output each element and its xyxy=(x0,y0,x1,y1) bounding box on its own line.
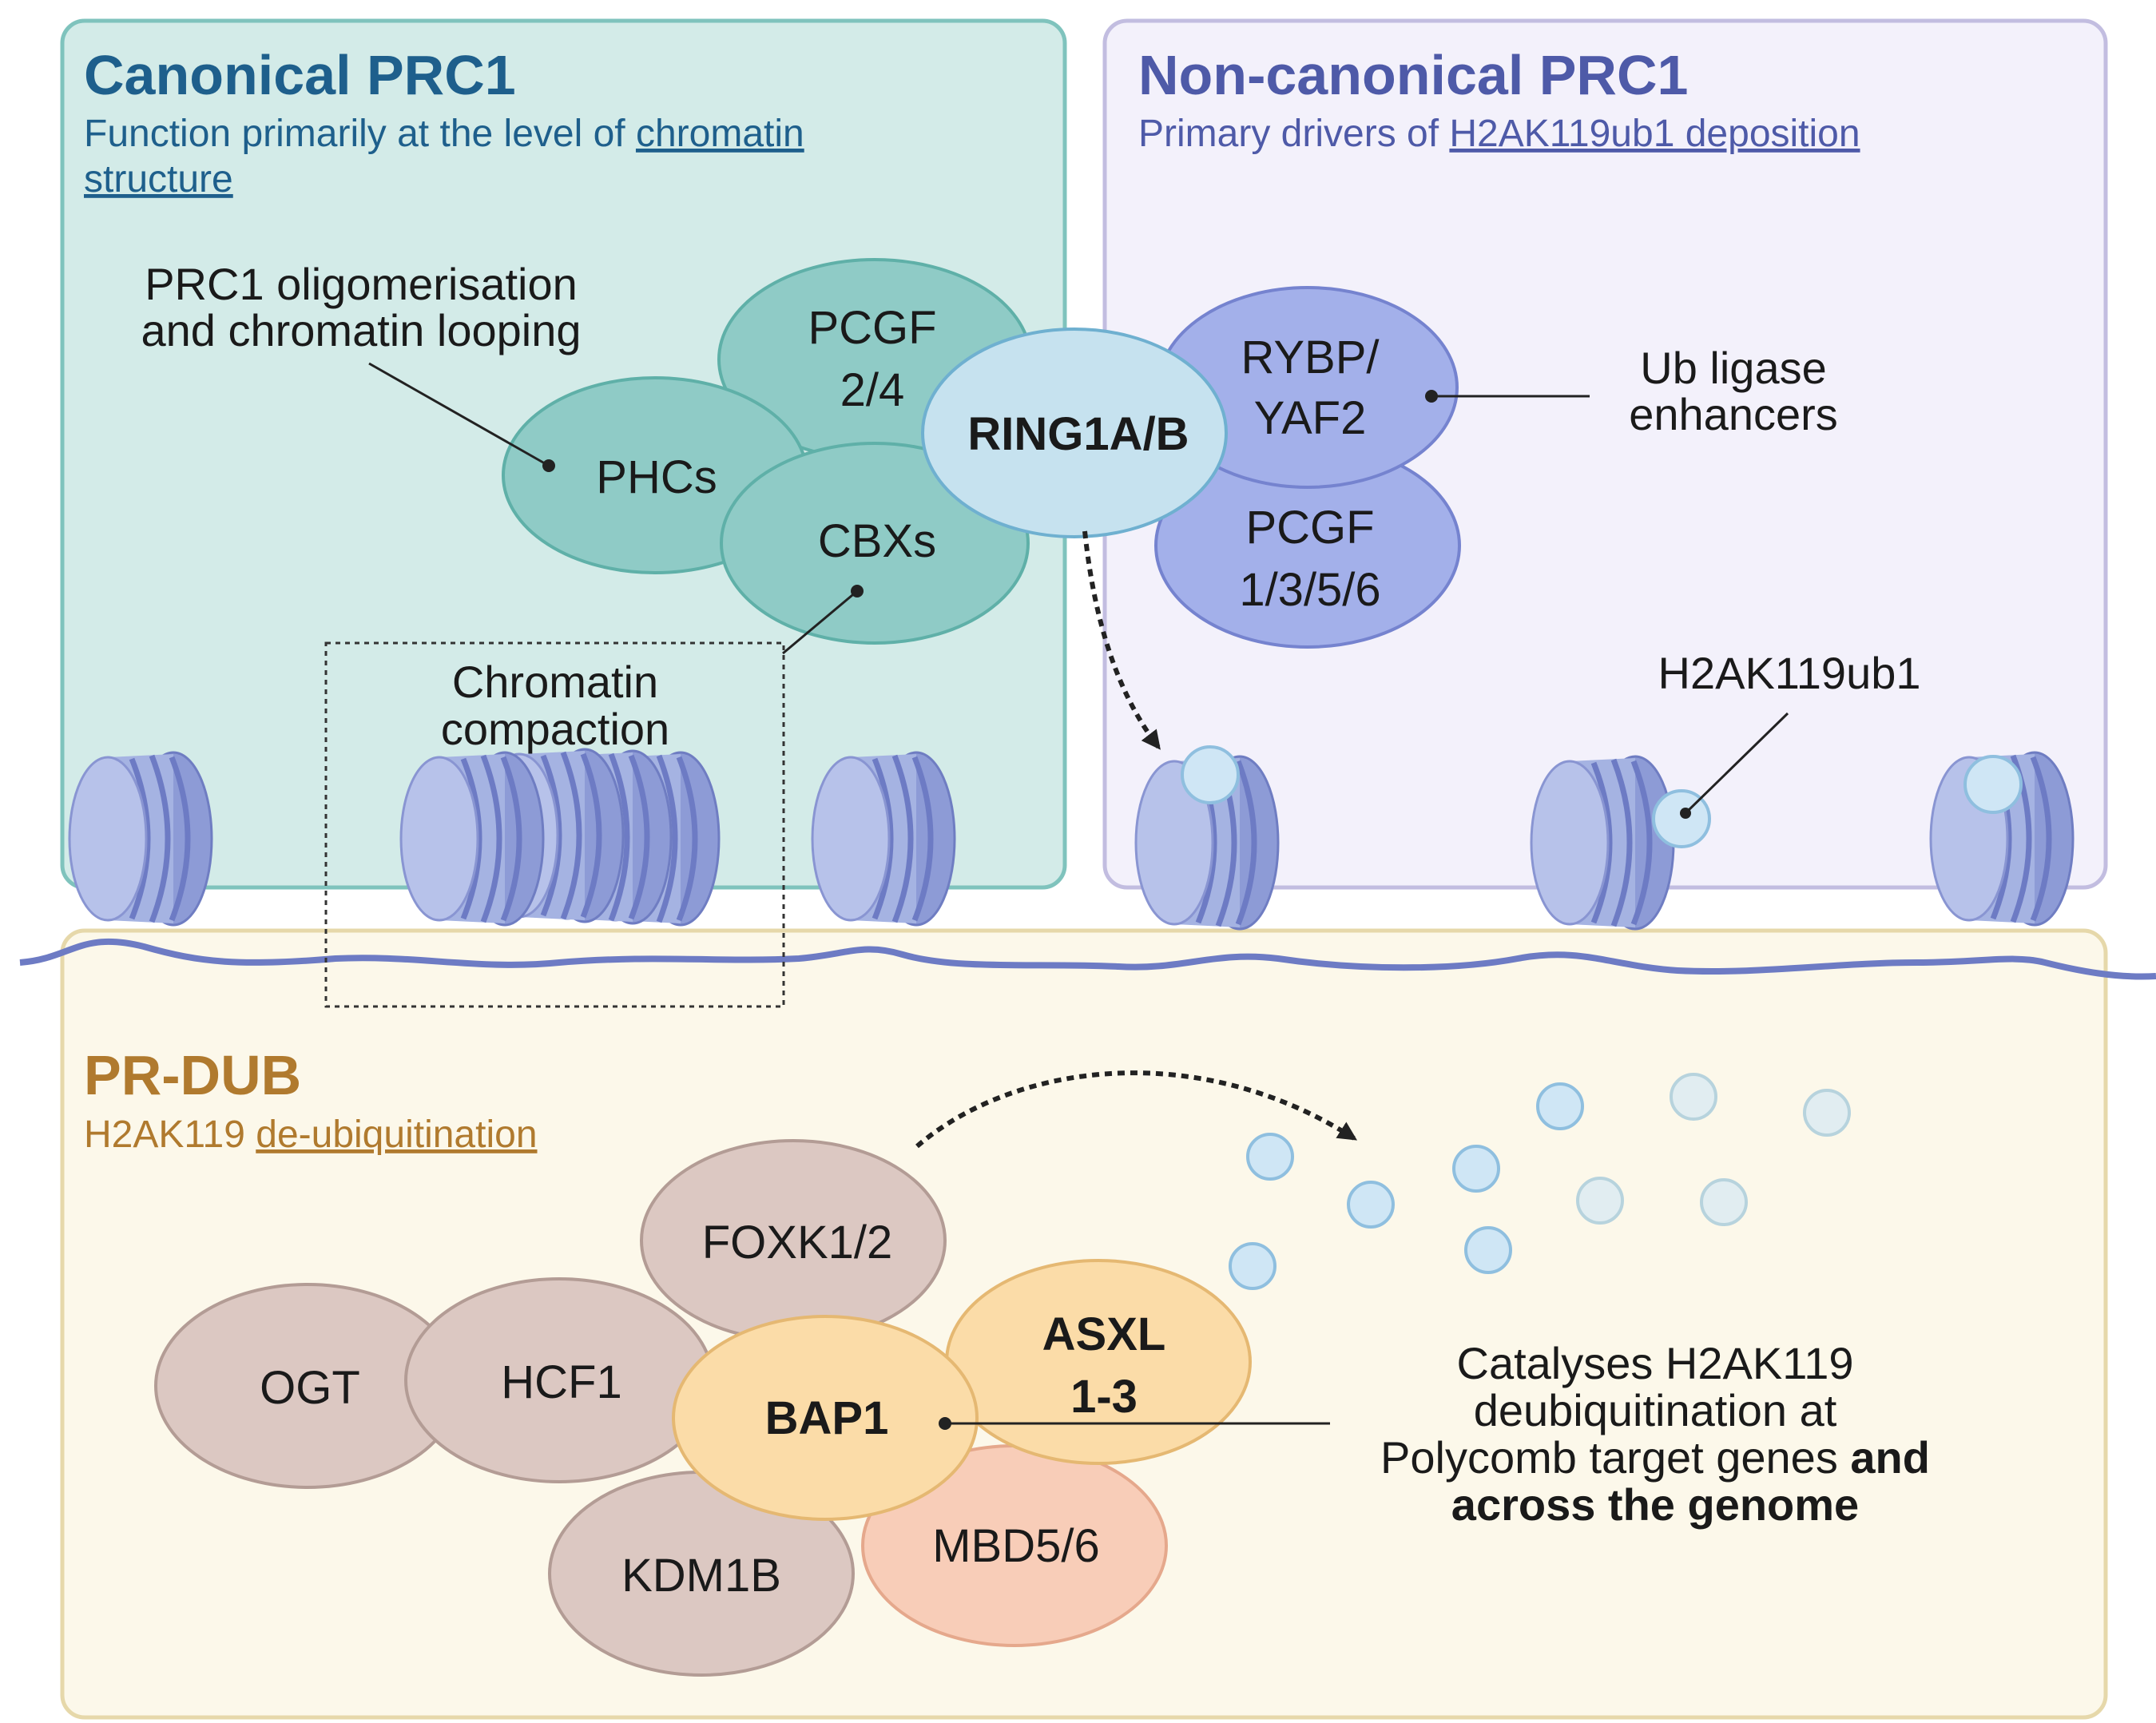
ub-ligase-dot xyxy=(1425,390,1438,403)
asxl-label-2: 1-3 xyxy=(1070,1371,1138,1423)
free-ubiquitin-2 xyxy=(1670,1073,1717,1121)
hcf1-label: HCF1 xyxy=(501,1356,621,1408)
mbd-label: MBD5/6 xyxy=(932,1520,1100,1572)
nucleosome-compact-1 xyxy=(401,752,543,925)
pcgf24-label-1: PCGF xyxy=(808,302,936,354)
free-ubiquitin-5 xyxy=(1452,1145,1500,1193)
bap1-node xyxy=(672,1315,979,1521)
cbxs-label: CBXs xyxy=(818,515,936,567)
h2ak119ub1-leader xyxy=(1684,712,1789,815)
prdub-subtitle: H2AK119 de-ubiquitination xyxy=(84,1114,538,1156)
free-ubiquitin-9 xyxy=(1229,1242,1277,1290)
pcgf1356-label-2: 1/3/5/6 xyxy=(1239,564,1380,616)
nucleosome-3 xyxy=(812,752,955,925)
canonical-title: Canonical PRC1 xyxy=(84,44,516,106)
catalysis-label-2: deubiquitination at xyxy=(1474,1385,1837,1435)
free-ubiquitin-1 xyxy=(1536,1082,1584,1130)
noncanonical-subtitle: Primary drivers of H2AK119ub1 deposition xyxy=(1138,113,1860,155)
kdm1b-label: KDM1B xyxy=(621,1550,781,1602)
free-ubiquitin-4 xyxy=(1246,1133,1294,1181)
catalysis-label-4: across the genome xyxy=(1451,1479,1859,1530)
ub-ligase-label-1: Ub ligase xyxy=(1640,343,1826,393)
pcgf24-label-2: 2/4 xyxy=(840,364,905,416)
compaction-label-2: compaction xyxy=(441,704,669,754)
oligomerisation-label-2: and chromatin looping xyxy=(141,305,581,355)
compaction-box xyxy=(324,641,785,1008)
oligomerisation-label-1: PRC1 oligomerisation xyxy=(145,259,578,309)
canonical-subtitle: Function primarily at the level of chrom… xyxy=(84,113,804,155)
compaction-label-1: Chromatin xyxy=(452,657,658,707)
asxl-label-1: ASXL xyxy=(1042,1308,1166,1360)
rybp-label-2: YAF2 xyxy=(1254,392,1367,444)
free-ubiquitin-3 xyxy=(1803,1089,1851,1137)
foxk-label: FOXK1/2 xyxy=(702,1217,893,1268)
prdub-title: PR-DUB xyxy=(84,1044,301,1106)
ubiquitin-mark-3 xyxy=(1963,755,2023,814)
free-ubiquitin-8 xyxy=(1700,1178,1748,1226)
catalysis-label-3: Polycomb target genes and xyxy=(1380,1432,1930,1483)
catalysis-label-1: Catalyses H2AK119 xyxy=(1457,1338,1854,1388)
deubiquitination-arrow xyxy=(915,1070,1358,1149)
free-ubiquitin-7 xyxy=(1576,1177,1624,1225)
ogt-label: OGT xyxy=(260,1362,360,1414)
nucleosome-5 xyxy=(1531,756,1674,929)
compaction-dot xyxy=(851,585,864,597)
compaction-leader xyxy=(782,590,858,655)
phcs-label: PHCs xyxy=(596,451,717,503)
ub-ligase-label-2: enhancers xyxy=(1629,389,1838,439)
h2ak119ub1-label: H2AK119ub1 xyxy=(1658,648,1921,698)
catalysis-dot xyxy=(939,1417,951,1430)
free-ubiquitin-6 xyxy=(1347,1181,1395,1229)
asxl-node xyxy=(945,1259,1252,1465)
oligomerisation-dot xyxy=(542,459,555,472)
rybp-label-1: RYBP/ xyxy=(1241,331,1380,383)
oligomerisation-leader xyxy=(368,362,550,467)
pcgf1356-label-1: PCGF xyxy=(1245,502,1374,554)
canonical-subtitle-line2: structure xyxy=(84,158,233,200)
ring1-node xyxy=(921,328,1228,538)
ring1-label: RING1A/B xyxy=(967,408,1189,460)
h2ak119ub1-dot xyxy=(1680,808,1691,819)
ring1-to-nucleosome-arrow xyxy=(1082,530,1161,750)
dna-strand xyxy=(19,938,2156,980)
noncanonical-title: Non-canonical PRC1 xyxy=(1138,44,1688,106)
bap1-label: BAP1 xyxy=(765,1392,889,1444)
nucleosome-1 xyxy=(69,752,212,925)
ubiquitin-mark-1 xyxy=(1181,745,1240,804)
free-ubiquitin-10 xyxy=(1464,1226,1512,1274)
